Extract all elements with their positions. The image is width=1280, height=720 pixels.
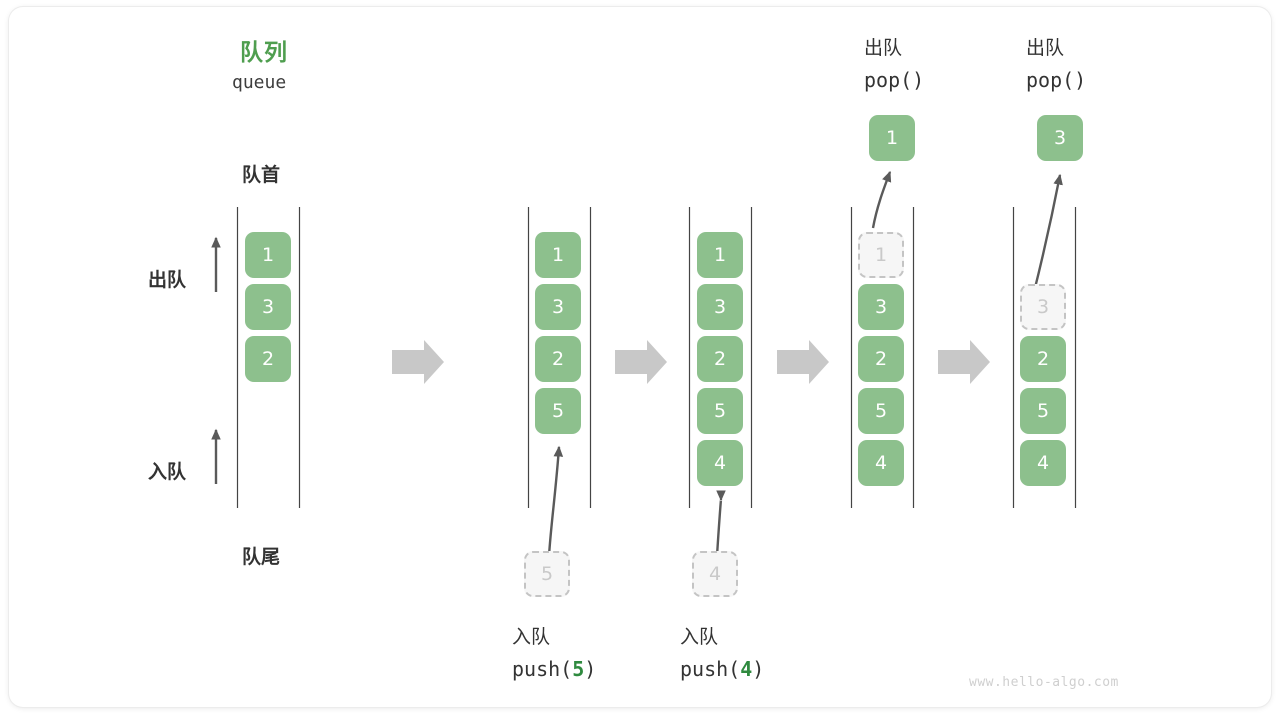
push5-code-value: 5 [572, 657, 585, 681]
queue-cell: 1 [245, 232, 291, 278]
push4-caption-code: push(4) [680, 657, 764, 681]
queue-cell: 4 [1020, 440, 1066, 486]
pop1-header-cn: 出队 [864, 37, 903, 59]
queue-cell: 3 [245, 284, 291, 330]
page-title: 队列 [240, 40, 288, 66]
front-label: 队首 [242, 164, 281, 186]
queue-cell: 2 [858, 336, 904, 382]
push4-code-suffix: ) [752, 657, 765, 681]
push4-code-prefix: push( [680, 657, 741, 681]
removed-ghost-cell: 3 [1020, 284, 1066, 330]
page-subtitle: queue [232, 72, 287, 93]
queue-cell: 2 [1020, 336, 1066, 382]
enqueue-direction-label: 入队 [148, 461, 187, 483]
queue-cell: 5 [697, 388, 743, 434]
queue-cell: 4 [697, 440, 743, 486]
removed-ghost-cell: 1 [858, 232, 904, 278]
push5-code-prefix: push( [512, 657, 573, 681]
queue-cell: 5 [858, 388, 904, 434]
queue-cell: 5 [1020, 388, 1066, 434]
popped-cell: 1 [869, 115, 915, 161]
incoming-ghost-cell: 4 [692, 551, 738, 597]
push5-code-suffix: ) [584, 657, 597, 681]
diagram-frame [9, 7, 1271, 707]
queue-cell: 1 [697, 232, 743, 278]
rear-label: 队尾 [242, 546, 281, 568]
queue-cell: 3 [697, 284, 743, 330]
pop3-header-cn: 出队 [1026, 37, 1065, 59]
queue-cell: 4 [858, 440, 904, 486]
queue-cell: 3 [858, 284, 904, 330]
incoming-ghost-cell: 5 [524, 551, 570, 597]
dequeue-direction-label: 出队 [148, 269, 187, 291]
queue-cell: 2 [697, 336, 743, 382]
watermark: www.hello-algo.com [969, 675, 1119, 690]
pop3-header-code: pop() [1026, 68, 1087, 92]
queue-cell: 3 [535, 284, 581, 330]
push5-caption-cn: 入队 [512, 626, 551, 648]
pop1-header-code: pop() [864, 68, 925, 92]
queue-cell: 5 [535, 388, 581, 434]
queue-cell: 2 [535, 336, 581, 382]
popped-cell: 3 [1037, 115, 1083, 161]
queue-cell: 1 [535, 232, 581, 278]
push4-code-value: 4 [740, 657, 753, 681]
push4-caption-cn: 入队 [680, 626, 719, 648]
queue-cell: 2 [245, 336, 291, 382]
push5-caption-code: push(5) [512, 657, 596, 681]
